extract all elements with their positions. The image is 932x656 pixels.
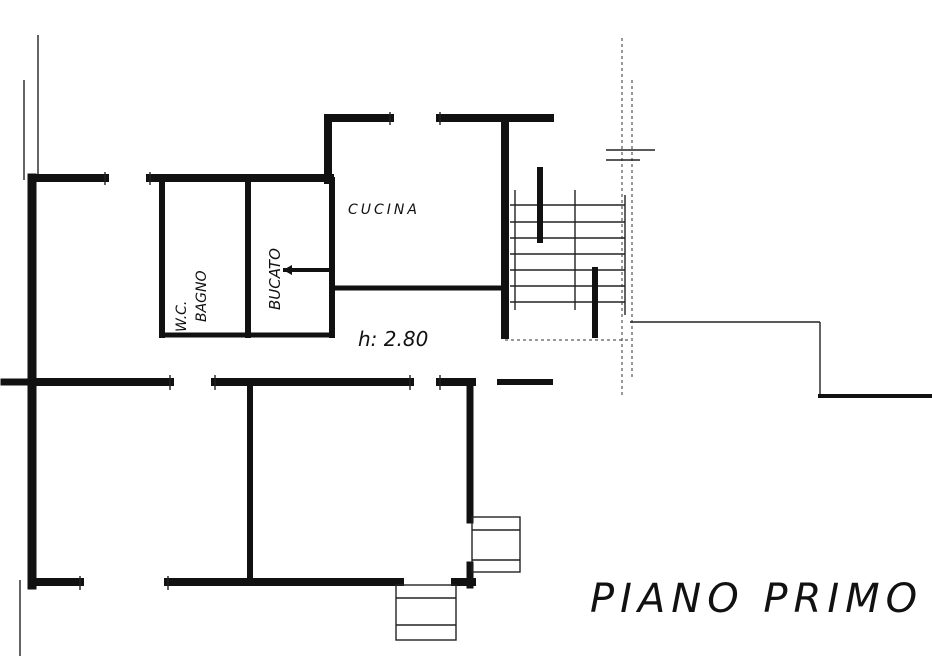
terrace-outline [505,321,932,398]
ceiling-height-note: h: 2.80 [358,327,428,351]
opening-marks [79,112,441,590]
interior-walls [28,114,553,585]
room-label-bucato: BUCATO [266,248,284,310]
room-label-bagno: BAGNO [194,270,210,322]
plan-title: PIANO PRIMO [590,576,923,622]
staircase [510,167,626,338]
reference-lines [19,35,655,656]
room-label-cucina: CUCINA [348,202,420,218]
room-label-wc: W.C. [174,301,190,332]
bay-windows [395,516,521,641]
exterior-walls [0,114,554,590]
